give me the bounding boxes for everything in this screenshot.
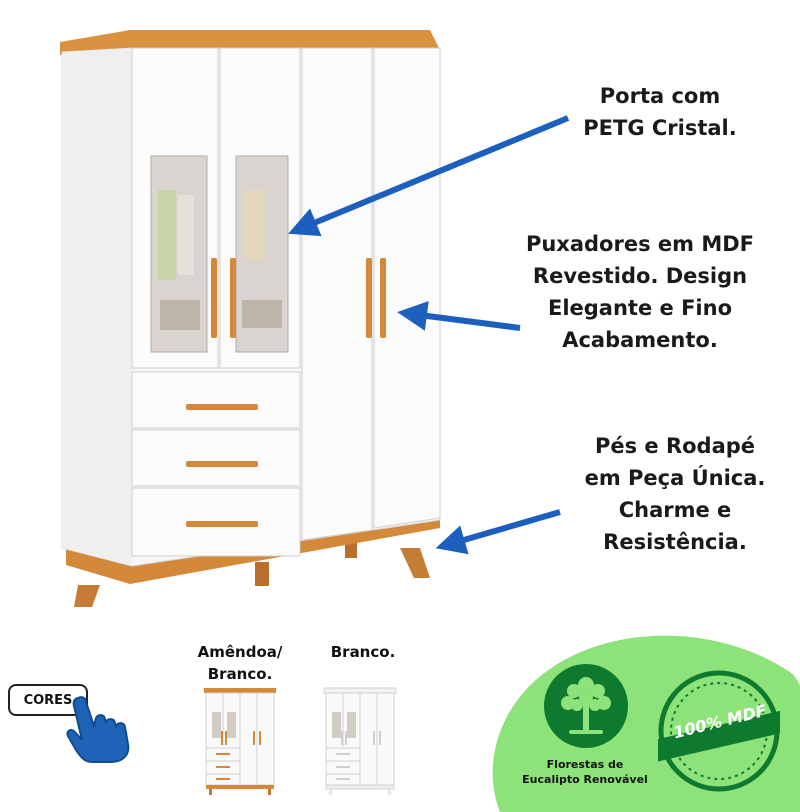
- swatch-amendoa-branco[interactable]: [200, 686, 282, 796]
- drawer-1: [131, 371, 301, 429]
- wardrobe-leg-front-right: [400, 548, 430, 578]
- wardrobe-image: [60, 30, 441, 607]
- callout-line: Revestido. Design: [532, 264, 748, 288]
- callout-line: Charme e: [618, 498, 732, 522]
- tree-caption-line: Eucalipto Renovável: [522, 773, 648, 786]
- arrow-to-handles: [397, 301, 521, 331]
- door-3: [301, 47, 373, 541]
- hand-pointer-icon: [66, 696, 130, 763]
- wardrobe-leg-front-left: [74, 585, 100, 607]
- callout-line: Acabamento.: [562, 328, 718, 352]
- drawer-2: [131, 429, 301, 487]
- handle-door-1: [211, 258, 217, 338]
- mdf-seal-icon: [658, 670, 780, 792]
- handle-door-4: [380, 258, 386, 338]
- callout-handles: Puxadores em MDF Revestido. Design Elega…: [505, 228, 775, 356]
- callout-line: Porta com: [599, 84, 721, 108]
- callout-line: Puxadores em MDF: [525, 232, 755, 256]
- drawer-handle-1: [186, 404, 258, 410]
- callout-line: Pés e Rodapé: [594, 434, 756, 458]
- callout-line: PETG Cristal.: [583, 116, 737, 140]
- wardrobe-leg-back-left: [255, 562, 269, 586]
- callout-petg-door: Porta com PETG Cristal.: [560, 80, 760, 144]
- arrow-to-glass: [288, 115, 570, 237]
- arrow-to-base: [435, 509, 561, 555]
- swatch-label-line: Amêndoa/: [197, 643, 283, 661]
- callout-line: Elegante e Fino: [547, 296, 732, 320]
- swatch-label-branco: Branco.: [318, 641, 408, 663]
- handle-door-2: [230, 258, 236, 338]
- swatch-label-line: Branco.: [207, 665, 273, 683]
- door-4: [373, 47, 441, 529]
- callout-line: em Peça Única.: [584, 466, 766, 490]
- callout-feet-base: Pés e Rodapé em Peça Única. Charme e Res…: [560, 430, 790, 558]
- swatch-branco[interactable]: [320, 686, 402, 796]
- tree-badge-caption: Florestas de Eucalipto Renovável: [510, 757, 660, 787]
- callout-line: Resistência.: [603, 530, 747, 554]
- drawer-handle-2: [186, 461, 258, 467]
- handle-door-3: [366, 258, 372, 338]
- drawer-handle-3: [186, 521, 258, 527]
- swatch-label-amendoa-branco: Amêndoa/ Branco.: [190, 641, 290, 685]
- tree-icon: [544, 664, 628, 748]
- swatch-label-line: Branco.: [330, 643, 396, 661]
- tree-caption-line: Florestas de: [546, 758, 624, 771]
